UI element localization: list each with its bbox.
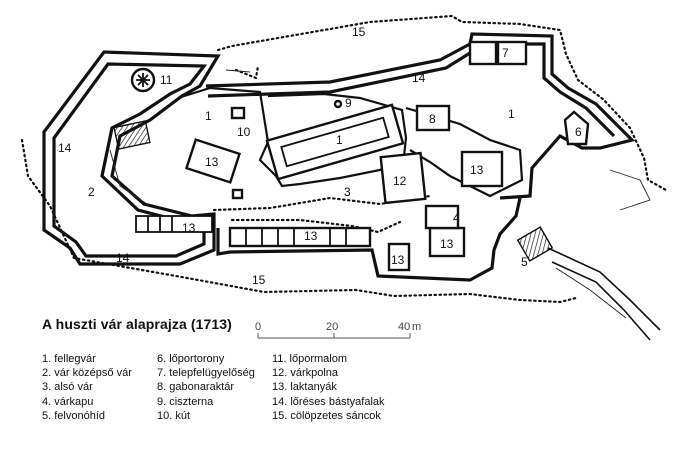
- legend-item: 11. lőpormalom: [272, 353, 347, 365]
- label-walls-north: 14: [412, 71, 426, 85]
- scale-unit: m: [412, 321, 421, 333]
- palisade-ramparts: [20, 14, 668, 304]
- legend-item: 7. telepfelügyelőség: [157, 367, 255, 380]
- map-title: A huszti vár alaprajza (1713): [42, 316, 232, 332]
- label-drawbridge: 5: [521, 255, 528, 269]
- legend-item: 6. lőportorony: [157, 353, 225, 365]
- label-cistern: 9: [345, 96, 352, 110]
- scale-bar: 0 20 40 m: [255, 321, 421, 339]
- approach-road: [547, 247, 661, 341]
- map-labels: 1 1 1 2 3 4 5 6 7 8 9 10 11 12 13 13 13 …: [58, 25, 582, 287]
- citadel-courtyard: [177, 86, 408, 188]
- well: [230, 106, 246, 120]
- label-citadel: 1: [205, 109, 212, 123]
- citadel-palace-interior: [280, 116, 390, 168]
- legend-column-2: 6. lőportorony 7. telepfelügyelőség 8. g…: [157, 352, 255, 423]
- barracks-citadel: [184, 138, 242, 184]
- cistern: [333, 99, 343, 109]
- powder-tower: [563, 110, 590, 146]
- inspectorate-a: [468, 40, 498, 66]
- label-barracks-a: 13: [205, 155, 219, 169]
- inspectorate-b: [496, 40, 528, 66]
- legend-item: 9. ciszterna: [157, 395, 214, 408]
- barracks-row-west: [135, 215, 213, 233]
- terrain-lines: [109, 69, 651, 319]
- powder-mill-wheel: [136, 73, 150, 87]
- label-barracks-e: 13: [440, 237, 454, 251]
- barracks-row-south: [228, 226, 372, 248]
- bastion-walls-inner-line: [52, 62, 208, 258]
- barracks-south: [387, 242, 411, 272]
- label-citadel-palace: 1: [336, 133, 343, 147]
- label-palisade-north: 15: [352, 25, 366, 39]
- label-walls-south: 14: [116, 251, 130, 265]
- west-ramp: [113, 120, 151, 150]
- legend-item: 8. gabonaraktár: [157, 381, 235, 394]
- legend-item: 2. vár középső vár: [42, 367, 132, 380]
- granary: [415, 104, 451, 132]
- legend-item: 15. cölöpzetes sáncok: [272, 409, 381, 422]
- legend-item: 4. várkapu: [42, 395, 94, 408]
- north-wall: [205, 32, 636, 200]
- label-lower-castle: 3: [344, 185, 351, 199]
- legend-item: 12. várkpolna: [272, 367, 339, 380]
- label-barracks-b: 13: [470, 163, 484, 177]
- label-powder-tower: 6: [575, 125, 582, 139]
- label-barracks-c: 13: [182, 221, 196, 235]
- label-well: 10: [237, 125, 251, 139]
- barracks-east: [460, 150, 504, 188]
- legend-item: 13. laktanyák: [272, 381, 337, 394]
- legend-item: 10. kút: [157, 409, 191, 422]
- label-granary: 8: [429, 112, 436, 126]
- label-chapel: 12: [393, 174, 407, 188]
- label-palisade-south: 15: [252, 273, 266, 287]
- legend-item: 1. fellegvár: [42, 353, 96, 365]
- legend-column-1: 1. fellegvár 2. vár középső vár 3. alsó …: [42, 352, 132, 423]
- gatehouse: [424, 204, 460, 230]
- label-walls-west: 14: [58, 141, 72, 155]
- label-gate: 4: [453, 211, 460, 225]
- chapel: [379, 151, 427, 205]
- label-citadel-east: 1: [508, 107, 515, 121]
- legend-item: 5. felvonóhíd: [42, 409, 105, 422]
- scale-tick-40: 40: [398, 321, 410, 333]
- label-barracks-f: 13: [391, 253, 405, 267]
- label-middle-castle: 2: [88, 185, 95, 199]
- label-powder-mill: 11: [160, 73, 173, 87]
- drawbridge: [516, 226, 554, 262]
- small-structure: [231, 188, 244, 200]
- legend-item: 3. alsó vár: [42, 381, 93, 394]
- upper-courtyard: [405, 106, 524, 198]
- legend-column-3: 11. lőpormalom 12. várkpolna 13. laktany…: [272, 352, 385, 423]
- label-inspectorate: 7: [502, 46, 509, 60]
- scale-tick-0: 0: [255, 321, 261, 333]
- lower-castle-wall: [216, 197, 522, 282]
- label-barracks-d: 13: [304, 229, 318, 243]
- scale-tick-20: 20: [326, 321, 338, 333]
- bastion-walls-outer: [42, 50, 221, 266]
- legend-item: 14. lőréses bástyafalak: [272, 395, 385, 408]
